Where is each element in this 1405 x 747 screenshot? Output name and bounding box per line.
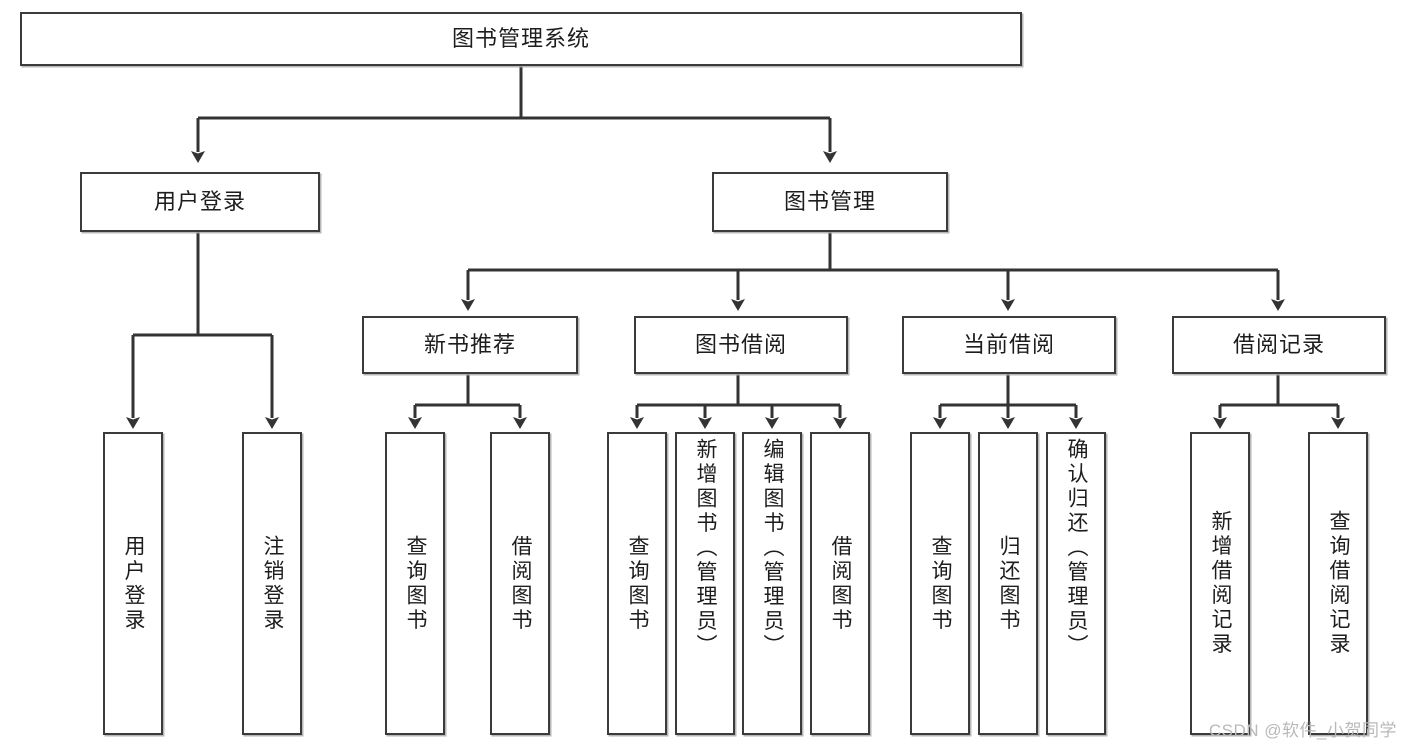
- leaf-query-book-newbook[interactable]: 查询图书: [385, 432, 445, 735]
- watermark: CSDN @软件_小贺同学: [1208, 721, 1397, 740]
- node-label: 新增图书（管理员）: [694, 438, 718, 659]
- node-book-management[interactable]: 图书管理: [712, 172, 948, 232]
- node-label: 查询借阅记录: [1327, 510, 1351, 657]
- node-root-library-system[interactable]: 图书管理系统: [20, 12, 1022, 66]
- leaf-logout[interactable]: 注销登录: [242, 432, 302, 735]
- node-label: 借阅图书: [509, 534, 533, 633]
- node-label: 编辑图书（管理员）: [761, 438, 785, 659]
- leaf-confirm-return-admin[interactable]: 确认归还（管理员）: [1046, 432, 1106, 735]
- node-label: 图书管理: [783, 189, 876, 215]
- leaf-edit-book-admin[interactable]: 编辑图书（管理员）: [742, 432, 802, 735]
- node-label: 查询图书: [404, 534, 428, 633]
- node-label: 图书管理系统: [451, 26, 590, 52]
- node-label: 注销登录: [261, 534, 285, 633]
- node-label: 查询图书: [626, 534, 650, 633]
- node-label: 归还图书: [997, 534, 1021, 633]
- leaf-return-book[interactable]: 归还图书: [978, 432, 1038, 735]
- leaf-borrow-book-newbook[interactable]: 借阅图书: [490, 432, 550, 735]
- node-label: 图书借阅: [694, 332, 787, 358]
- leaf-add-borrow-record[interactable]: 新增借阅记录: [1190, 432, 1250, 735]
- node-label: 用户登录: [153, 189, 246, 215]
- leaf-borrow-book[interactable]: 借阅图书: [810, 432, 870, 735]
- leaf-query-borrow-record[interactable]: 查询借阅记录: [1308, 432, 1368, 735]
- node-book-borrow[interactable]: 图书借阅: [634, 316, 848, 374]
- node-new-book-recommend[interactable]: 新书推荐: [362, 316, 578, 374]
- node-label: 借阅记录: [1232, 332, 1325, 358]
- node-label: 确认归还（管理员）: [1065, 438, 1089, 659]
- leaf-user-login[interactable]: 用户登录: [103, 432, 163, 735]
- node-borrow-records[interactable]: 借阅记录: [1172, 316, 1386, 374]
- node-label: 查询图书: [929, 534, 953, 633]
- node-current-borrow[interactable]: 当前借阅: [902, 316, 1116, 374]
- node-label: 用户登录: [122, 534, 146, 633]
- node-label: 新增借阅记录: [1209, 510, 1233, 657]
- node-label: 当前借阅: [962, 332, 1055, 358]
- leaf-query-book-borrow[interactable]: 查询图书: [607, 432, 667, 735]
- node-label: 借阅图书: [829, 534, 853, 633]
- leaf-query-book-current[interactable]: 查询图书: [910, 432, 970, 735]
- node-label: 新书推荐: [423, 332, 516, 358]
- node-user-login[interactable]: 用户登录: [80, 172, 320, 232]
- leaf-add-book-admin[interactable]: 新增图书（管理员）: [675, 432, 735, 735]
